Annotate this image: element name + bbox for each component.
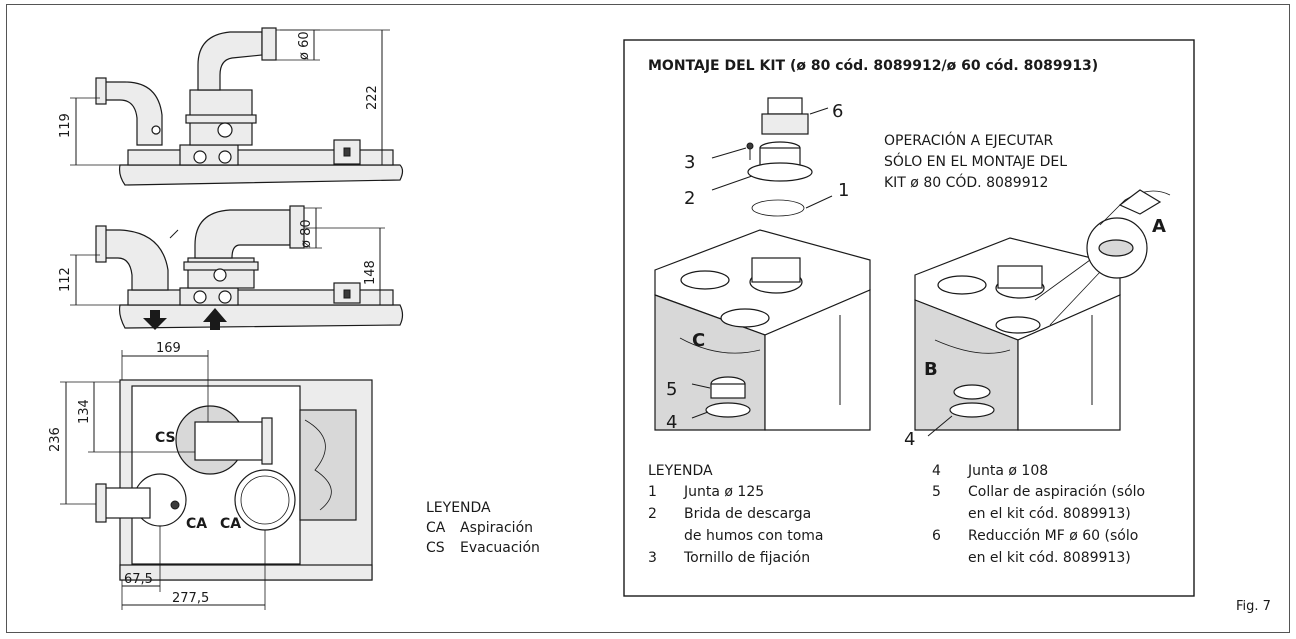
- middle-view: 112 148 ø 80: [58, 205, 404, 330]
- kit-legend-title: LEYENDA: [648, 463, 713, 479]
- dim-67-5: 67,5: [124, 572, 153, 587]
- left-legend-code-2: CS: [426, 540, 445, 556]
- callout-5: 5: [666, 379, 677, 400]
- left-legend-title: LEYENDA: [426, 500, 491, 516]
- left-legend: LEYENDA CA Aspiración CS Evacuación: [426, 500, 540, 556]
- dim-277-5: 277,5: [172, 591, 209, 606]
- kit-legend-text-2b: de humos con toma: [684, 528, 824, 544]
- dim-169: 169: [156, 341, 181, 356]
- kit-legend-text-5b: en el kit cód. 8089913): [968, 506, 1131, 522]
- kit-legend-text-1: Junta ø 125: [683, 484, 764, 500]
- callout-A: A: [1152, 216, 1166, 237]
- kit-legend-num-4: 4: [932, 463, 941, 479]
- kit-title: MONTAJE DEL KIT (ø 80 cód. 8089912/ø 60 …: [648, 58, 1098, 74]
- dim-236: 236: [48, 427, 63, 452]
- kit-legend-text-4: Junta ø 108: [967, 463, 1048, 479]
- kit-legend-text-6a: Reducción MF ø 60 (sólo: [968, 528, 1138, 544]
- callout-C: C: [692, 330, 705, 351]
- kit-legend-num-5: 5: [932, 484, 941, 500]
- callout-2: 2: [684, 188, 695, 209]
- label-ca-1: CA: [186, 516, 207, 532]
- kit-note-line-2: SÓLO EN EL MONTAJE DEL: [884, 152, 1067, 170]
- kit-legend-num-6: 6: [932, 528, 941, 544]
- kit-box: MONTAJE DEL KIT (ø 80 cód. 8089912/ø 60 …: [623, 39, 1195, 597]
- callout-4b: 4: [904, 429, 915, 450]
- figure-label: Fig. 7: [1236, 599, 1271, 614]
- left-legend-code-1: CA: [426, 520, 446, 536]
- callout-1: 1: [838, 180, 849, 201]
- kit-legend-num-1: 1: [648, 484, 657, 500]
- label-cs: CS: [155, 430, 176, 446]
- dim-119: 119: [58, 113, 73, 138]
- kit-legend-num-2: 2: [648, 506, 657, 522]
- callout-6: 6: [832, 101, 843, 122]
- kit-legend-text-6b: en el kit cód. 8089913): [968, 550, 1131, 566]
- dim-134: 134: [77, 399, 92, 424]
- callout-3: 3: [684, 152, 695, 173]
- left-legend-text-2: Evacuación: [460, 540, 540, 556]
- kit-legend-num-3: 3: [648, 550, 657, 566]
- callout-4a: 4: [666, 412, 677, 433]
- kit-legend-text-2a: Brida de descarga: [684, 506, 811, 522]
- label-ca-2: CA: [220, 516, 241, 532]
- top-view: 119 222 ø 60: [58, 27, 404, 186]
- kit-legend-text-5a: Collar de aspiración (sólo: [968, 484, 1145, 500]
- dim-148: 148: [363, 260, 378, 285]
- callout-B: B: [924, 359, 938, 380]
- figure-frame: [6, 4, 1290, 633]
- dim-dia80: ø 80: [299, 219, 314, 248]
- dim-222: 222: [365, 85, 380, 110]
- plan-view: 169 134 236 67,5 277,5 CS CA CA: [48, 341, 373, 610]
- kit-note-line-3: KIT ø 80 CÓD. 8089912: [884, 173, 1048, 191]
- dim-dia60: ø 60: [297, 31, 312, 60]
- kit-legend-text-3: Tornillo de fijación: [683, 550, 810, 566]
- kit-note-line-1: OPERACIÓN A EJECUTAR: [884, 131, 1054, 149]
- dim-112: 112: [58, 267, 73, 292]
- left-legend-text-1: Aspiración: [460, 520, 533, 536]
